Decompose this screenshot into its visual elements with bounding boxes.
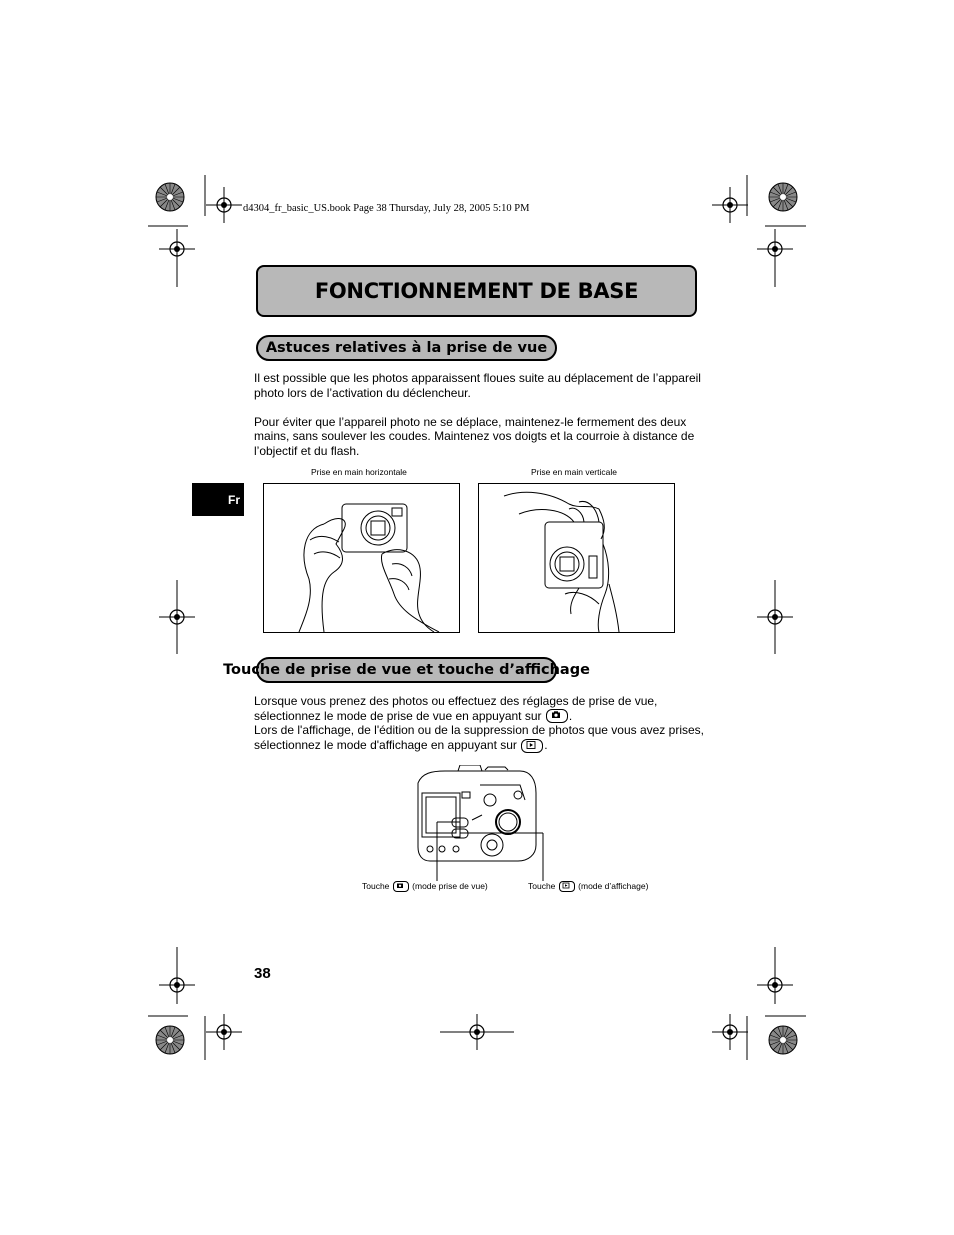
page-title: FONCTIONNEMENT DE BASE: [314, 279, 639, 303]
color-wheel-icon: [155, 1025, 185, 1055]
section-heading-text: Astuces relatives à la prise de vue: [265, 340, 548, 356]
language-tab: Fr: [192, 483, 244, 516]
horizontal-grip-drawing: [298, 503, 440, 633]
vertical-grip-drawing: [503, 491, 620, 633]
illustration-vertical-grip: [478, 483, 675, 633]
playback-button-icon: [521, 738, 544, 753]
registration-mark-icon: [711, 1013, 749, 1051]
line-3: Lors de l'affichage, de l'édition ou de …: [254, 723, 704, 738]
camera-button-icon: [392, 881, 409, 893]
label-playback-button: Touche (mode d’affichage): [528, 881, 649, 893]
color-wheel-icon: [768, 182, 798, 212]
paragraph-hold: Pour éviter que l’appareil photo ne se d…: [254, 414, 695, 458]
page-number: 38: [254, 965, 271, 982]
registration-mark-icon: [711, 186, 749, 224]
color-wheel-icon: [768, 1025, 798, 1055]
camera-back-illustration: [417, 765, 544, 881]
registration-mark-icon: [205, 186, 243, 224]
print-header: d4304_fr_basic_US.book Page 38 Thursday,…: [243, 203, 530, 214]
label-shooting-button: Touche (mode prise de vue): [362, 881, 488, 893]
registration-mark-icon: [205, 1013, 243, 1051]
paragraph-blur: Il est possible que les photos apparaiss…: [254, 371, 701, 400]
line-2: sélectionnez le mode de prise de vue en …: [254, 708, 573, 724]
camera-button-icon: [545, 709, 568, 724]
section-heading-shooting-tips: Astuces relatives à la prise de vue: [256, 335, 557, 361]
playback-button-icon: [558, 881, 575, 893]
line-1: Lorsque vous prenez des photos ou effect…: [254, 694, 658, 708]
line-4: sélectionnez le mode d'affichage en appu…: [254, 738, 548, 753]
illustration-horizontal-grip: [263, 483, 460, 633]
color-wheel-icon: [155, 182, 185, 212]
section2-body: Lorsque vous prenez des photos ou effect…: [254, 694, 704, 753]
section1-body: Il est possible que les photos apparaiss…: [254, 371, 704, 473]
section-heading-buttons: Touche de prise de vue et touche d’affic…: [223, 657, 590, 683]
section-heading-text: Touche de prise de vue et touche d’affic…: [223, 662, 590, 678]
caption-horizontal-grip: Prise en main horizontale: [311, 467, 407, 477]
page-title-box: FONCTIONNEMENT DE BASE: [256, 265, 697, 317]
caption-vertical-grip: Prise en main verticale: [531, 467, 617, 477]
